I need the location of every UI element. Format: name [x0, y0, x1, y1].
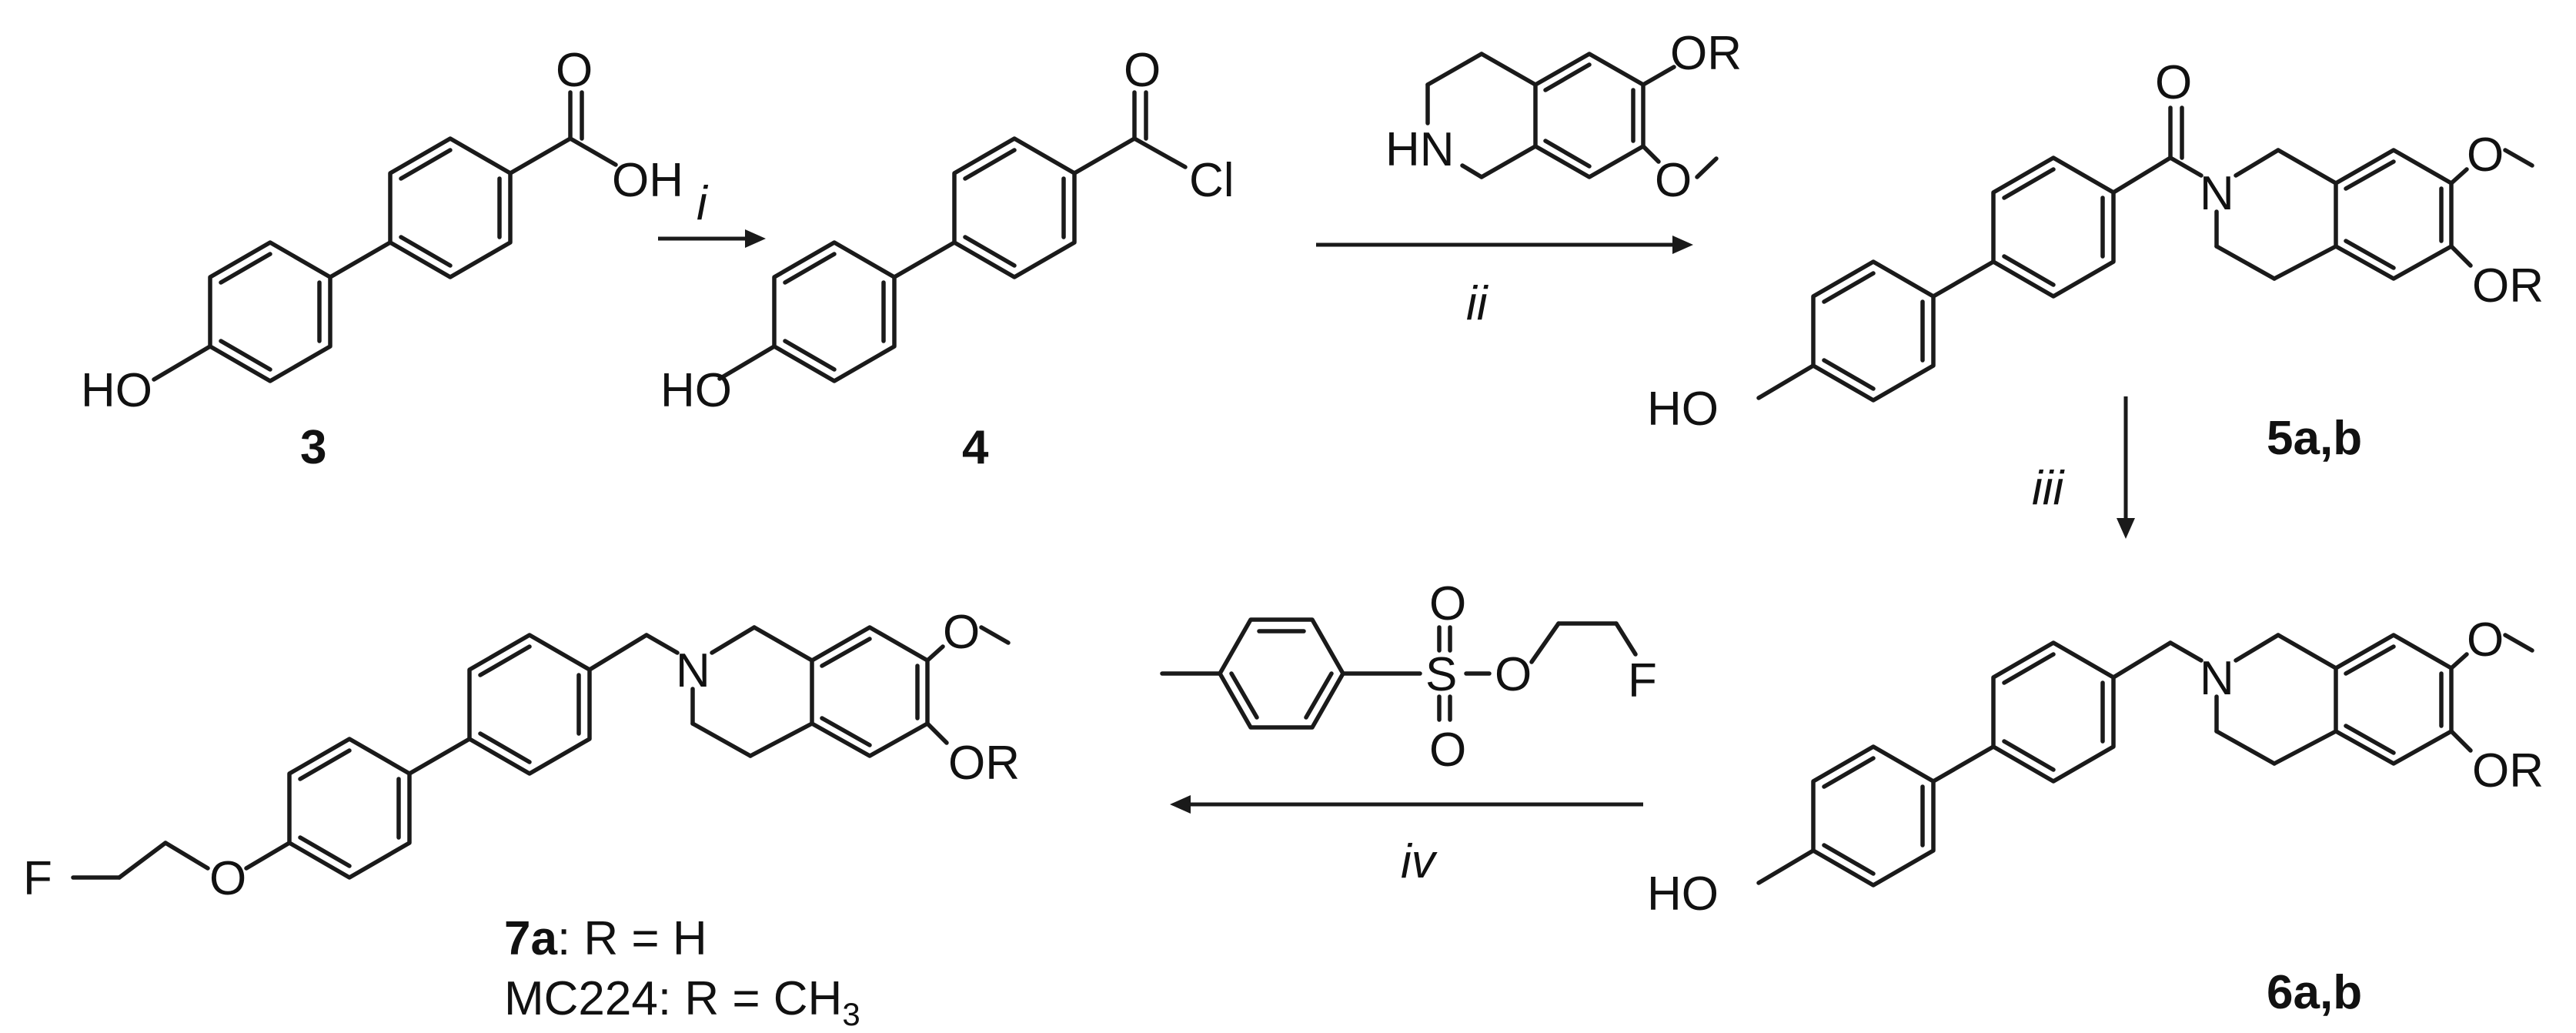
step-i-label: i [697, 177, 709, 230]
compound-6-OMe-O: O [2467, 613, 2504, 667]
compound-7-F: F [23, 852, 52, 905]
arrow-head-i [745, 229, 766, 248]
compound-6-OR: OR [2472, 744, 2544, 797]
compound-7-OR: OR [948, 737, 1020, 790]
compound-4-carbonyl-O: O [1124, 44, 1161, 97]
compound-3-label: 3 [300, 421, 326, 474]
compound-5-OMe-O: O [2467, 129, 2504, 182]
compound-5-structure [1756, 105, 2534, 403]
step-iv-label: iv [1401, 835, 1438, 888]
reagent-fluoroethyl-tosylate-structure [1160, 617, 1638, 730]
arrow-head-ii [1672, 236, 1693, 254]
compound-7a-caption: 7a: R = H [504, 912, 707, 965]
reagent-thiq-structure [1425, 52, 1719, 179]
compound-4-chloride-Cl: Cl [1189, 154, 1235, 207]
compound-7-structure [71, 625, 1011, 880]
compound-5-OR: OR [2472, 259, 2544, 313]
compound-mc224-caption: MC224: R = CH3 [504, 972, 860, 1032]
compound-6-amine-N: N [2200, 652, 2234, 705]
compound-5-amide-N: N [2200, 167, 2234, 220]
compound-4-phenol-HO: HO [660, 364, 732, 417]
compound-3-carbonyl-O: O [556, 44, 593, 97]
compound-6-phenol-HO: HO [1647, 868, 1719, 921]
reagent-thiq-HN: HN [1385, 123, 1455, 176]
compound-mc224-caption-text: MC224: R = CH [504, 972, 842, 1025]
arrow-head-iv [1170, 795, 1191, 814]
compound-3-structure [152, 90, 618, 383]
compound-3-acid-OH: OH [612, 154, 683, 207]
tosylate-F: F [1628, 654, 1657, 707]
step-ii-label: ii [1466, 277, 1489, 330]
compound-7a-label: 7a [504, 912, 557, 965]
compound-7-OMe-O: O [943, 606, 980, 659]
compound-4-label: 4 [962, 421, 989, 474]
arrow-head-iii [2117, 518, 2135, 539]
tosylate-sulfonyl-O-top: O [1429, 577, 1466, 630]
compound-3-phenol-HO: HO [81, 364, 152, 417]
tosylate-sulfonyl-O-bottom: O [1429, 724, 1466, 777]
compound-5-phenol-HO: HO [1647, 383, 1719, 436]
compound-mc224-subscript: 3 [842, 996, 860, 1032]
reagent-thiq-OMe-O: O [1655, 154, 1692, 207]
tosylate-S: S [1425, 648, 1457, 701]
tosylate-ester-O: O [1495, 648, 1532, 701]
compound-7a-caption-rest: : R = H [557, 912, 707, 965]
compound-6-structure [1756, 633, 2534, 888]
compound-7-ether-O: O [209, 852, 246, 905]
reagent-thiq-OR: OR [1670, 27, 1742, 80]
compound-5-label: 5a,b [2267, 412, 2362, 465]
compound-6-label: 6a,b [2267, 966, 2362, 1019]
compound-7-amine-N: N [676, 644, 710, 697]
step-iii-label: iii [2032, 462, 2066, 515]
compound-5-carbonyl-O: O [2155, 56, 2192, 109]
compound-4-structure [717, 90, 1188, 383]
